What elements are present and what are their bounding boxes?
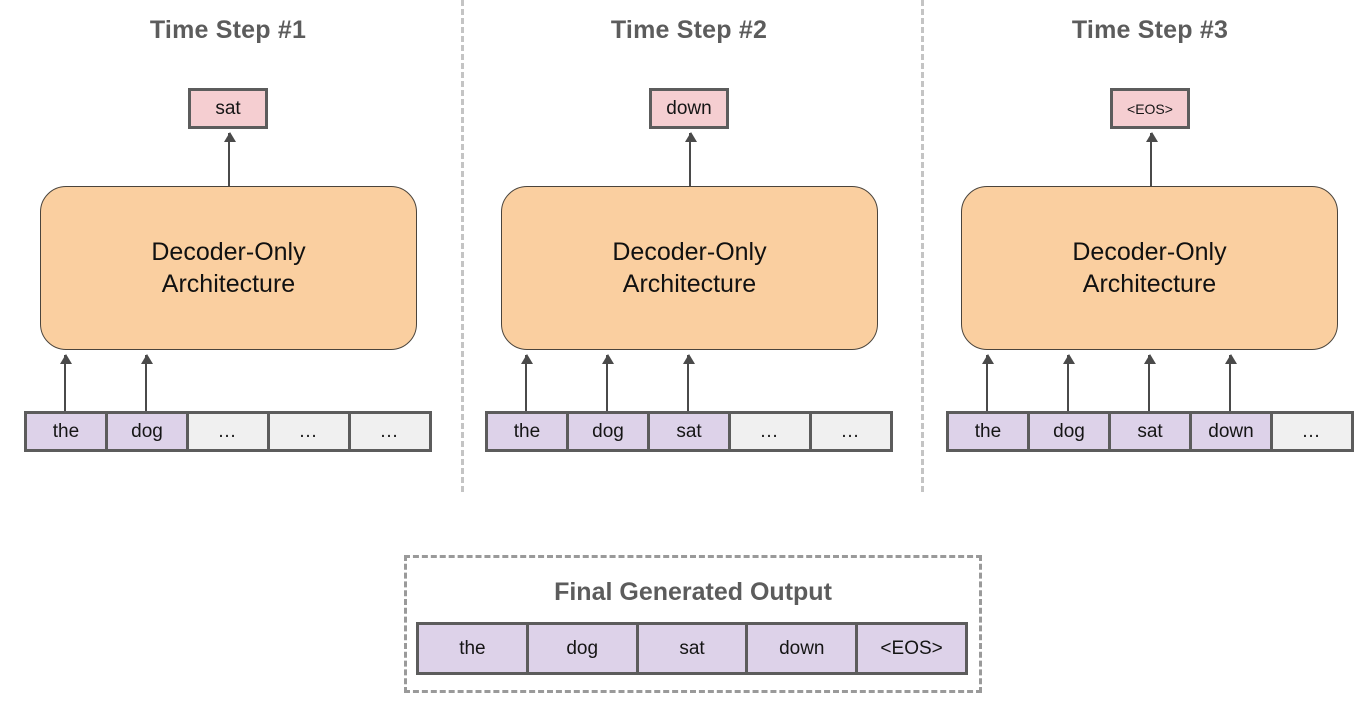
token-arrow-3-3	[1144, 354, 1156, 411]
final-output-title: Final Generated Output	[554, 578, 832, 606]
step-title-2: Time Step #2	[610, 16, 768, 44]
token-arrow-2-3	[683, 354, 695, 411]
decoder-label-line1: Decoder-Only	[1072, 238, 1227, 266]
decoder-box-3: Decoder-Only Architecture	[961, 186, 1338, 350]
token-cell[interactable]: …	[270, 414, 351, 449]
decoder-label-line2: Architecture	[161, 270, 296, 298]
decoder-label-line1: Decoder-Only	[612, 238, 767, 266]
token-cell[interactable]: dog	[1030, 414, 1111, 449]
decoder-label-1: Decoder-Only Architecture	[151, 236, 305, 300]
token-arrow-3-1	[982, 354, 994, 411]
decoder-label-2: Decoder-Only Architecture	[612, 236, 766, 300]
decoder-label-line1: Decoder-Only	[151, 238, 306, 266]
token-arrow-2-2	[602, 354, 614, 411]
token-row-1: the dog … … …	[24, 411, 432, 452]
final-output-row: the dog sat down <EOS>	[416, 622, 968, 675]
prediction-box-1: sat	[188, 88, 268, 129]
final-token-cell[interactable]: <EOS>	[858, 625, 965, 672]
token-cell[interactable]: …	[731, 414, 812, 449]
decoder-box-2: Decoder-Only Architecture	[501, 186, 878, 350]
decoder-label-line2: Architecture	[622, 270, 757, 298]
token-cell[interactable]: …	[1273, 414, 1351, 449]
token-cell[interactable]: dog	[108, 414, 189, 449]
token-arrow-3-4	[1225, 354, 1237, 411]
token-cell[interactable]: down	[1192, 414, 1273, 449]
token-cell[interactable]: sat	[650, 414, 731, 449]
decoder-label-line2: Architecture	[1082, 270, 1217, 298]
token-cell[interactable]: the	[949, 414, 1030, 449]
token-row-2: the dog sat … …	[485, 411, 893, 452]
panel-separator-1	[461, 0, 464, 492]
final-token-cell[interactable]: down	[748, 625, 859, 672]
prediction-box-2: down	[649, 88, 729, 129]
prediction-arrow-1	[224, 132, 236, 186]
prediction-arrow-3	[1146, 132, 1158, 186]
panel-separator-2	[921, 0, 924, 492]
token-arrow-1-1	[60, 354, 72, 411]
final-token-cell[interactable]: sat	[638, 625, 749, 672]
step-title-1: Time Step #1	[149, 16, 307, 44]
token-row-3: the dog sat down …	[946, 411, 1354, 452]
final-token-cell[interactable]: the	[419, 625, 529, 672]
prediction-arrow-2	[685, 132, 697, 186]
final-output-panel: Final Generated Output the dog sat down …	[404, 555, 982, 693]
token-cell[interactable]: …	[812, 414, 890, 449]
token-cell[interactable]: the	[27, 414, 108, 449]
token-arrow-3-2	[1063, 354, 1075, 411]
token-arrow-1-2	[141, 354, 153, 411]
prediction-box-3: <EOS>	[1110, 88, 1190, 129]
token-cell[interactable]: sat	[1111, 414, 1192, 449]
final-token-cell[interactable]: dog	[528, 625, 639, 672]
token-cell[interactable]: dog	[569, 414, 650, 449]
decoder-label-3: Decoder-Only Architecture	[1072, 236, 1226, 300]
token-arrow-2-1	[521, 354, 533, 411]
token-cell[interactable]: …	[189, 414, 270, 449]
decoder-box-1: Decoder-Only Architecture	[40, 186, 417, 350]
token-cell[interactable]: …	[351, 414, 429, 449]
token-cell[interactable]: the	[488, 414, 569, 449]
step-title-3: Time Step #3	[1071, 16, 1229, 44]
